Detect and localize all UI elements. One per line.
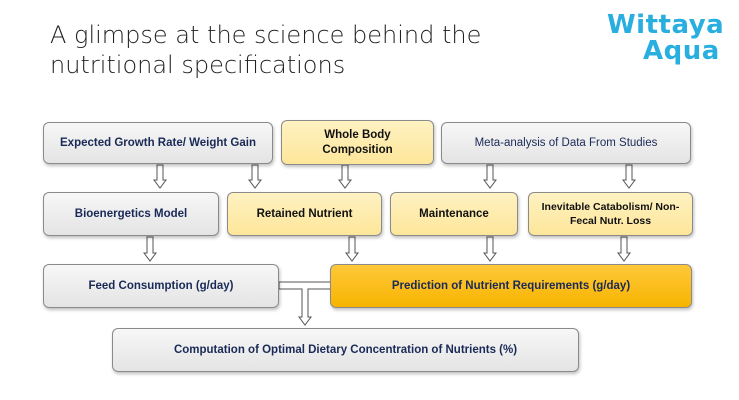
node-growth-label: Expected Growth Rate/ Weight Gain [60, 136, 256, 149]
node-catabolism-label: Inevitable Catabolism/ Non-Fecal Nutr. L… [541, 201, 680, 227]
node-maintenance: Maintenance [390, 192, 518, 236]
node-retained: Retained Nutrient [227, 192, 382, 236]
arrow-bioenergetics-to-feed [143, 236, 157, 262]
arrow-merge-to-computation [278, 281, 332, 326]
node-computation: Computation of Optimal Dietary Concentra… [112, 328, 579, 372]
arrow-growth-to-bioenergetics [153, 164, 167, 189]
node-bioenergetics-label: Bioenergetics Model [74, 207, 188, 220]
node-retained-label: Retained Nutrient [256, 207, 353, 220]
arrow-retained-to-prediction [345, 236, 359, 262]
arrow-wholebody-to-retained [338, 164, 352, 189]
node-bioenergetics: Bioenergetics Model [43, 192, 219, 236]
node-prediction-label: Prediction of Nutrient Requirements (g/d… [391, 279, 631, 292]
arrow-meta-to-maintenance [483, 164, 497, 189]
node-meta-label: Meta-analysis of Data From Studies [474, 136, 658, 149]
node-feed-label: Feed Consumption (g/day) [88, 279, 234, 292]
arrow-growth-to-retained [248, 164, 262, 189]
node-computation-label: Computation of Optimal Dietary Concentra… [173, 343, 518, 356]
node-growth: Expected Growth Rate/ Weight Gain [43, 122, 273, 164]
logo: Wittaya Aqua [607, 10, 727, 70]
node-catabolism: Inevitable Catabolism/ Non-Fecal Nutr. L… [528, 192, 693, 236]
logo-line1: Wittaya [607, 10, 725, 40]
arrow-maintenance-to-prediction [483, 236, 497, 262]
node-whole-body: Whole Body Composition [281, 120, 434, 165]
node-whole-body-label: Whole Body Composition [322, 128, 393, 156]
page-title: A glimpse at the science behind the nutr… [50, 21, 482, 79]
node-maintenance-label: Maintenance [419, 207, 489, 220]
arrow-meta-to-catabolism [622, 164, 636, 189]
logo-line2: Aqua [643, 36, 720, 66]
node-meta: Meta-analysis of Data From Studies [441, 122, 691, 164]
node-prediction: Prediction of Nutrient Requirements (g/d… [330, 264, 692, 308]
node-feed: Feed Consumption (g/day) [43, 264, 279, 308]
arrow-catabolism-to-prediction [617, 236, 631, 262]
